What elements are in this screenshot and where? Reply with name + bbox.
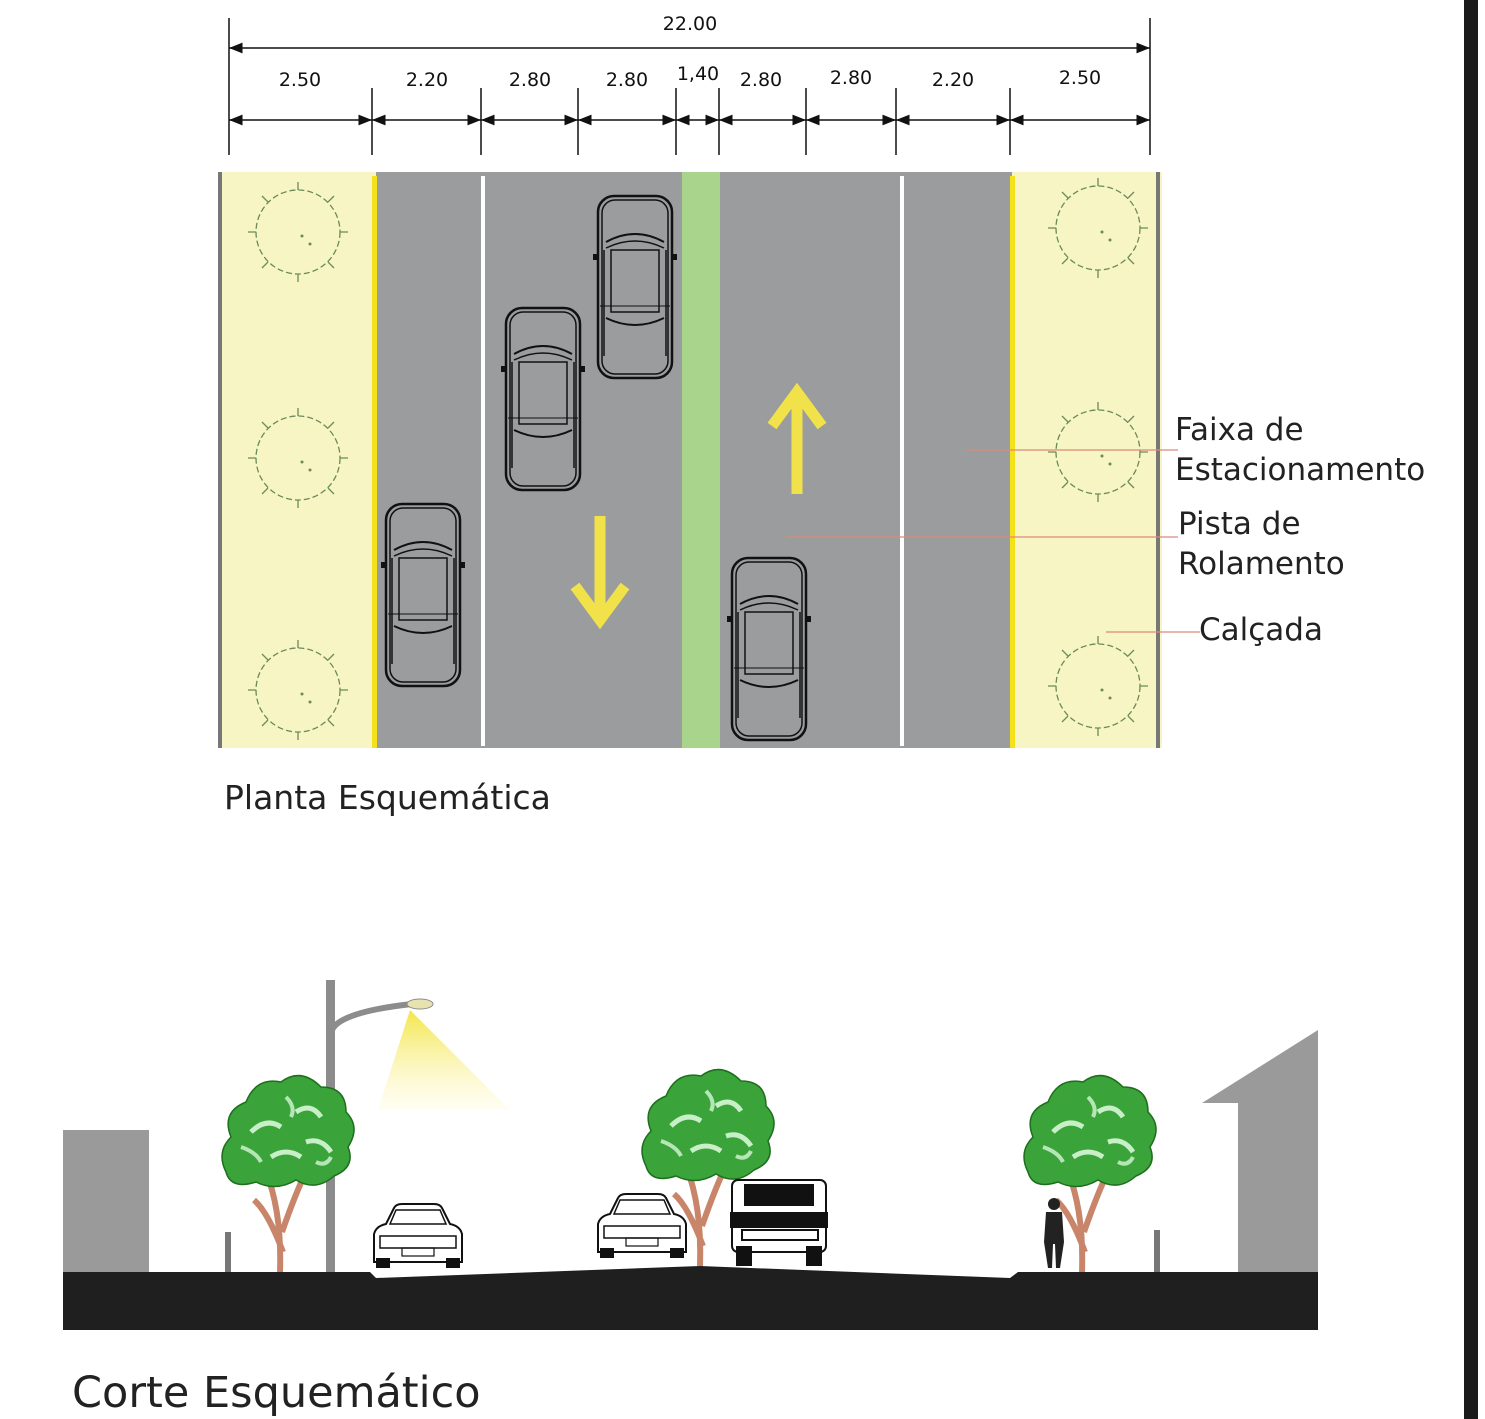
ground-section xyxy=(63,1266,1318,1330)
pedestrian-icon xyxy=(1044,1198,1064,1268)
segment-width-label: 2.80 xyxy=(606,69,648,91)
tree-icon xyxy=(1024,1076,1156,1272)
curb-right xyxy=(1010,176,1015,748)
segment-width-labels: 2.50 2.20 2.80 2.80 1,40 2.80 2.80 2.20 2.50 xyxy=(279,63,1101,91)
street-plan xyxy=(218,172,1162,748)
building-left xyxy=(63,1130,149,1272)
arrow-up-icon xyxy=(767,382,827,494)
plan-title: Planta Esquemática xyxy=(224,778,551,817)
bollard xyxy=(225,1232,231,1272)
segment-width-label: 2.20 xyxy=(932,69,974,91)
segment-width-label: 2.80 xyxy=(740,69,782,91)
median-strip xyxy=(682,172,720,748)
segment-width-label: 2.80 xyxy=(509,69,551,91)
curb-left xyxy=(372,176,377,748)
segment-width-label: 1,40 xyxy=(677,63,719,85)
arrow-down-icon xyxy=(570,516,630,630)
total-width-label: 22.00 xyxy=(663,13,717,35)
building-right xyxy=(1202,1030,1318,1272)
car-front-icon xyxy=(597,1193,687,1259)
lane-divider xyxy=(900,176,904,746)
label-leaders xyxy=(786,449,1200,633)
bollard xyxy=(1154,1230,1160,1272)
parking-label-line2: Estacionamento xyxy=(1175,452,1425,488)
lane-label-line1: Pista de xyxy=(1178,506,1301,542)
segment-width-label: 2.50 xyxy=(279,69,321,91)
lane-divider xyxy=(481,176,485,746)
segment-width-label: 2.80 xyxy=(830,67,872,89)
section-title: Corte Esquemático xyxy=(72,1368,481,1418)
parking-label-line1: Faixa de xyxy=(1175,412,1304,448)
page-border xyxy=(1464,0,1478,1419)
segment-width-label: 2.50 xyxy=(1059,67,1101,89)
car-front-icon xyxy=(373,1203,463,1269)
street-section xyxy=(63,980,1318,1330)
lane-label-line2: Rolamento xyxy=(1178,546,1345,582)
dimension-lines xyxy=(228,18,1151,155)
sidewalk-label: Calçada xyxy=(1199,612,1323,648)
segment-width-label: 2.20 xyxy=(406,69,448,91)
pickup-truck-icon xyxy=(730,1179,828,1266)
